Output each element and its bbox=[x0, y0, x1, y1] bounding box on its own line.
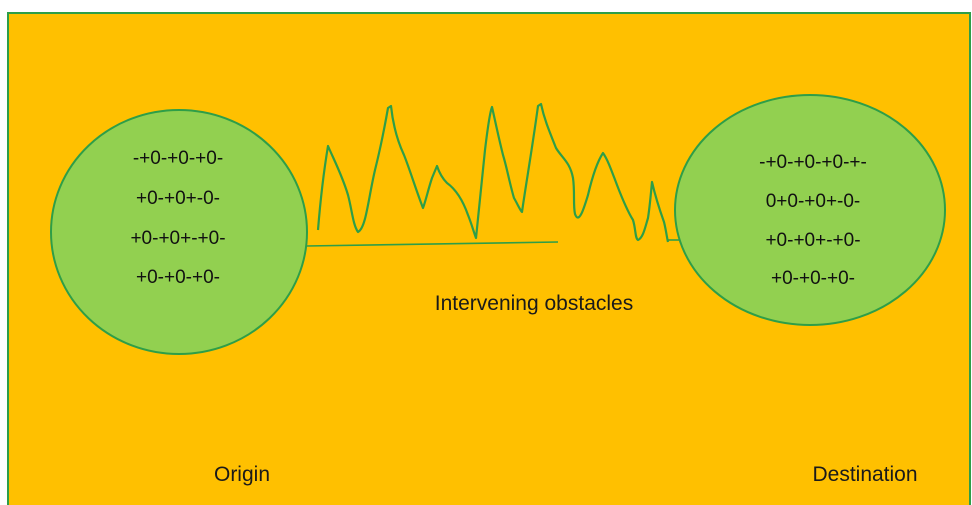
destination-label: Destination bbox=[812, 463, 917, 486]
destination-code-line-2: 0+0-+0+-0- bbox=[766, 191, 861, 212]
obstacle-baseline bbox=[305, 241, 559, 247]
origin-code-line-1: -+0-+0-+0- bbox=[133, 148, 223, 169]
destination-circle bbox=[674, 94, 946, 326]
origin-code-line-2: +0-+0+-0- bbox=[136, 188, 220, 209]
origin-code-line-3: +0-+0+-+0- bbox=[130, 228, 225, 249]
destination-code-line-1: -+0-+0-+0-+- bbox=[759, 152, 867, 173]
destination-code-line-4: +0-+0-+0- bbox=[771, 268, 855, 289]
obstacle-waveform bbox=[316, 102, 670, 243]
obstacles-group bbox=[305, 102, 680, 247]
obstacles-label: Intervening obstacles bbox=[435, 292, 633, 315]
origin-node: -+0-+0-+0- +0-+0+-0- +0-+0+-+0- +0-+0-+0… bbox=[50, 109, 308, 355]
origin-code-line-4: +0-+0-+0- bbox=[136, 267, 220, 288]
origin-circle bbox=[50, 109, 308, 355]
origin-label: Origin bbox=[214, 463, 270, 486]
destination-code-line-3: +0-+0+-+0- bbox=[765, 230, 860, 251]
destination-node: -+0-+0-+0-+- 0+0-+0+-0- +0-+0+-+0- +0-+0… bbox=[674, 94, 946, 326]
